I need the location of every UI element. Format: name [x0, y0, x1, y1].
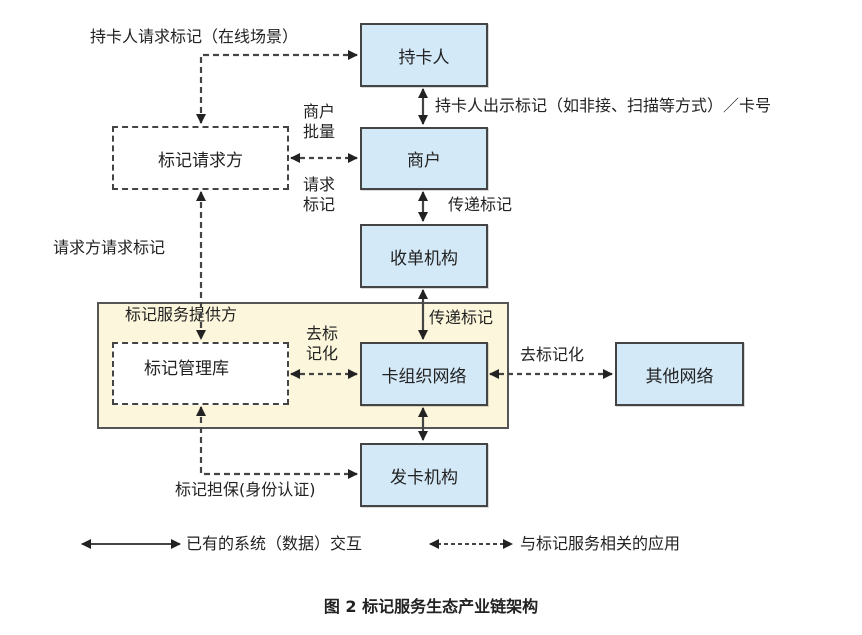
- node-issuer: 发卡机构: [360, 443, 488, 507]
- label-pass-token-2: 传递标记: [429, 308, 494, 327]
- node-card-network: 卡组织网络: [360, 342, 488, 406]
- label-cardholder-present: 持卡人出示标记（如非接、扫描等方式）／卡号: [435, 96, 772, 115]
- node-token-vault: 标记管理库: [112, 342, 289, 405]
- label-detokenize-vault: 去标 记化: [306, 324, 339, 363]
- label-pass-token-1: 传递标记: [448, 195, 513, 214]
- node-other-network: 其他网络: [615, 342, 744, 406]
- legend-dashed-label: 与标记服务相关的应用: [520, 534, 681, 553]
- label-request-token: 请求 标记: [303, 175, 336, 214]
- legend-solid-label: 已有的系统（数据）交互: [186, 534, 363, 553]
- panel-title: 标记服务提供方: [125, 305, 238, 324]
- node-token-requestor: 标记请求方: [112, 126, 289, 190]
- node-merchant: 商户: [360, 127, 488, 190]
- figure-caption: 图 2 标记服务生态产业链架构: [323, 597, 539, 616]
- label-requestor-request: 请求方请求标记: [53, 238, 166, 257]
- label-detokenize-other: 去标记化: [520, 345, 585, 364]
- label-cardholder-request: 持卡人请求标记（在线场景）: [90, 27, 299, 46]
- label-merchant-bulk: 商户 批量: [303, 102, 336, 141]
- node-acquirer: 收单机构: [360, 224, 488, 288]
- label-token-assurance: 标记担保(身份认证): [175, 480, 316, 499]
- node-cardholder: 持卡人: [360, 23, 488, 87]
